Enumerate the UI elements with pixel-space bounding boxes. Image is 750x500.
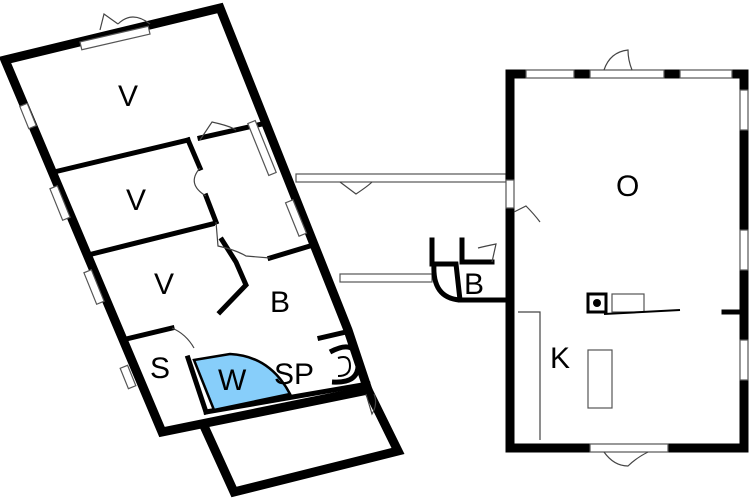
wall-spa-bottom	[203, 381, 371, 415]
door-annex-left-swing	[513, 205, 541, 223]
window-right-2	[284, 199, 308, 237]
door-hall-swing-2	[193, 167, 207, 197]
annex-bath-curve	[431, 263, 461, 303]
wall-sauna-right	[184, 354, 210, 416]
spa-basin	[328, 344, 361, 385]
label-whirlpool: W	[218, 364, 247, 397]
door-hall-swing-1	[199, 121, 237, 141]
label-living-room: O	[616, 170, 639, 203]
door-annex-swing	[365, 393, 377, 416]
window-left-2	[49, 184, 71, 222]
window-annex-right-1	[739, 89, 749, 131]
whirlpool-tub	[192, 352, 292, 412]
door-annex-bottom-swing	[603, 451, 649, 467]
kitchen-stove-burner	[593, 299, 601, 307]
wall-bed1-bottom	[50, 136, 192, 176]
annex-outer-wall	[505, 69, 749, 453]
window-annex-right-2	[739, 229, 749, 271]
window-annex-right-3	[739, 339, 749, 381]
kitchen-counter	[518, 311, 541, 440]
door-hall-swing-3	[215, 221, 271, 259]
label-spa: SP	[274, 358, 314, 391]
annex-box-wall	[198, 383, 405, 498]
annex-building	[429, 49, 749, 467]
corridor-bottom-window	[339, 273, 433, 283]
spa-basin-inner	[337, 356, 352, 377]
window-left-1	[19, 102, 37, 130]
label-bathroom-annex: B	[464, 268, 484, 301]
annex-bath-wall-2	[459, 237, 495, 265]
window-annex-bottom	[589, 443, 669, 453]
corridor-top-window	[295, 173, 507, 183]
label-bathroom-main: B	[270, 286, 290, 319]
window-left-3	[83, 268, 105, 306]
window-top-1	[79, 25, 151, 51]
annex-bath-door	[477, 243, 497, 263]
connecting-corridor	[295, 173, 507, 283]
window-annex-top-3	[679, 69, 733, 79]
label-bedroom-1: V	[118, 80, 138, 113]
window-annex-top-2	[589, 69, 665, 79]
window-annex-left	[505, 179, 515, 209]
door-top-swing	[99, 12, 151, 31]
wall-bed-right	[184, 136, 204, 172]
wall-bath-top	[317, 329, 349, 341]
label-sauna: S	[150, 352, 170, 385]
window-right-1	[247, 119, 277, 177]
kitchen-divider	[603, 309, 681, 315]
main-house	[0, 2, 405, 498]
label-bedroom-3: V	[154, 268, 174, 301]
door-annex-top-swing	[603, 49, 633, 71]
wall-bed2-bottom	[84, 220, 216, 259]
corridor-door-swing	[339, 181, 373, 195]
wall-bed3-right	[216, 236, 249, 316]
annex-bath-wall	[429, 237, 513, 303]
wall-hall-right	[266, 242, 314, 262]
window-left-4	[119, 364, 137, 390]
kitchen-island	[587, 349, 613, 409]
label-bedroom-2: V	[126, 184, 146, 217]
wall-bed-right-2	[202, 192, 220, 226]
door-sauna-swing	[171, 327, 195, 349]
wall-bed3-bottom	[118, 324, 176, 344]
kitchen-sink	[611, 293, 645, 313]
label-kitchen: K	[550, 342, 570, 375]
window-annex-top-1	[525, 69, 575, 79]
